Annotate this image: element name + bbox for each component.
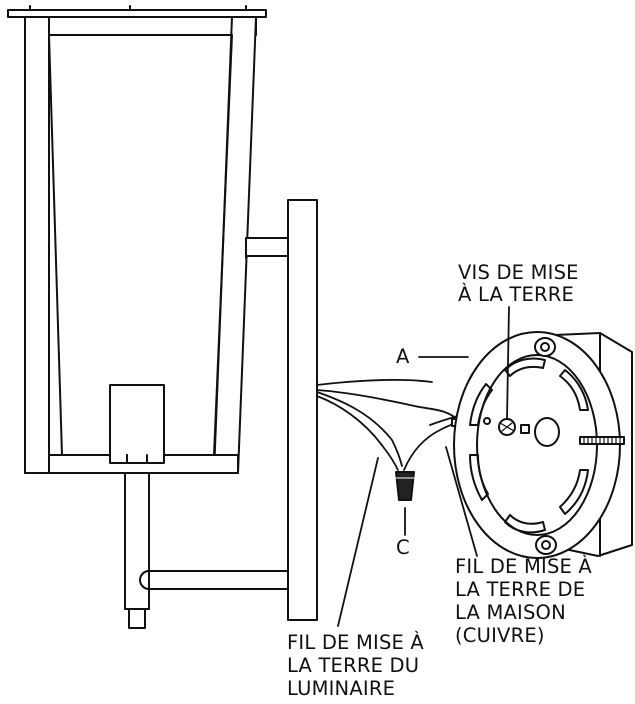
upper-arm — [245, 237, 289, 259]
label-callout-c: C — [396, 536, 410, 559]
leader-fixture-wire — [337, 457, 379, 627]
wire-nut-icon — [395, 471, 415, 501]
label-grounding-screw: VIS DE MISE À LA TERRE — [458, 261, 579, 306]
label-house-ground-wire: FIL DE MISE À LA TERRE DE LA MAISON (CUI… — [455, 555, 592, 647]
leader-grounding-screw — [506, 306, 510, 420]
bottom-finial — [124, 472, 150, 629]
mounting-ring — [453, 331, 633, 559]
label-callout-a: A — [396, 345, 410, 368]
lower-arm — [139, 570, 289, 590]
leader-house-wire — [445, 446, 478, 557]
lantern-body — [7, 5, 267, 474]
leader-lines — [337, 306, 510, 627]
mounting-screw-right — [579, 436, 625, 445]
backplate — [287, 199, 318, 621]
label-fixture-ground-wire: FIL DE MISE À LA TERRE DU LUMINAIRE — [287, 631, 424, 700]
